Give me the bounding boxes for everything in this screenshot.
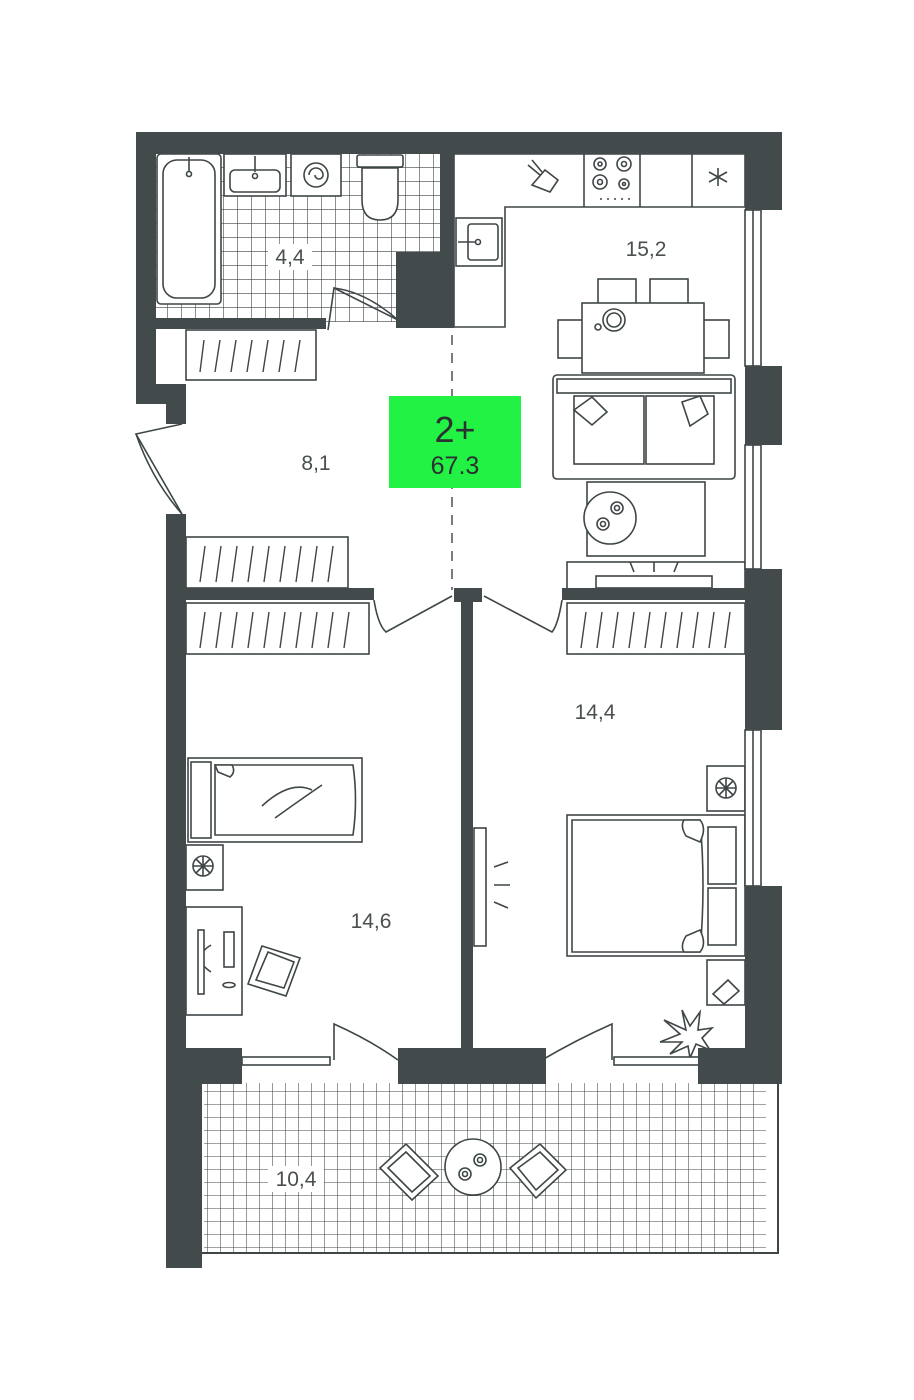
- armchair-icon: [508, 1142, 568, 1200]
- chair-icon: [246, 945, 302, 997]
- total-area-label: 67.3: [431, 452, 480, 480]
- tv-stand-icon: [566, 561, 746, 590]
- armchair-icon: [378, 1142, 440, 1202]
- bathroom-label-bg: [268, 244, 312, 270]
- wardrobe-icon: [185, 602, 370, 655]
- balcony-area-label: 10,4: [276, 1168, 317, 1191]
- tv-icon: [473, 827, 510, 947]
- kitchen-area-label: 15,2: [626, 238, 667, 261]
- bathtub-icon: [156, 153, 222, 305]
- bathroom-area-label: 4,4: [275, 246, 305, 269]
- stove-icon: [592, 156, 632, 200]
- hallway-area-label: 8,1: [301, 452, 330, 475]
- balcony-railing: [202, 1083, 779, 1254]
- sofa-icon: [552, 374, 736, 480]
- balcony-table-icon: [444, 1138, 502, 1196]
- sink-icon: [223, 153, 287, 197]
- wardrobe-icon: [566, 602, 746, 655]
- nightstand-icon: [706, 959, 746, 1006]
- washing-machine-icon: [290, 153, 342, 197]
- doors: [134, 286, 613, 1061]
- room-count-label: 2+: [434, 409, 475, 450]
- balcony-label-bg: [268, 1166, 324, 1192]
- bedroom-left-area-label: 14,6: [351, 910, 392, 933]
- wardrobe-icon: [185, 329, 317, 381]
- fridge-icon: [708, 168, 728, 186]
- plant-icon: [659, 1009, 715, 1061]
- coffee-table-icon: [583, 481, 706, 557]
- desk-icon: [185, 906, 243, 1016]
- bedroom-right-area-label: 14,4: [575, 701, 616, 724]
- dining-table-icon: [557, 278, 730, 374]
- nightstand-icon: [706, 765, 746, 812]
- walls: [136, 132, 782, 1268]
- faucet-icon: [527, 159, 560, 193]
- bed-icon: [566, 814, 746, 957]
- nightstand-icon: [185, 844, 224, 891]
- kitchen-sink-icon: [455, 217, 503, 267]
- toilet-icon: [356, 154, 404, 221]
- apartment-badge: 2+ 67.3: [389, 396, 521, 488]
- bed-icon: [187, 757, 363, 843]
